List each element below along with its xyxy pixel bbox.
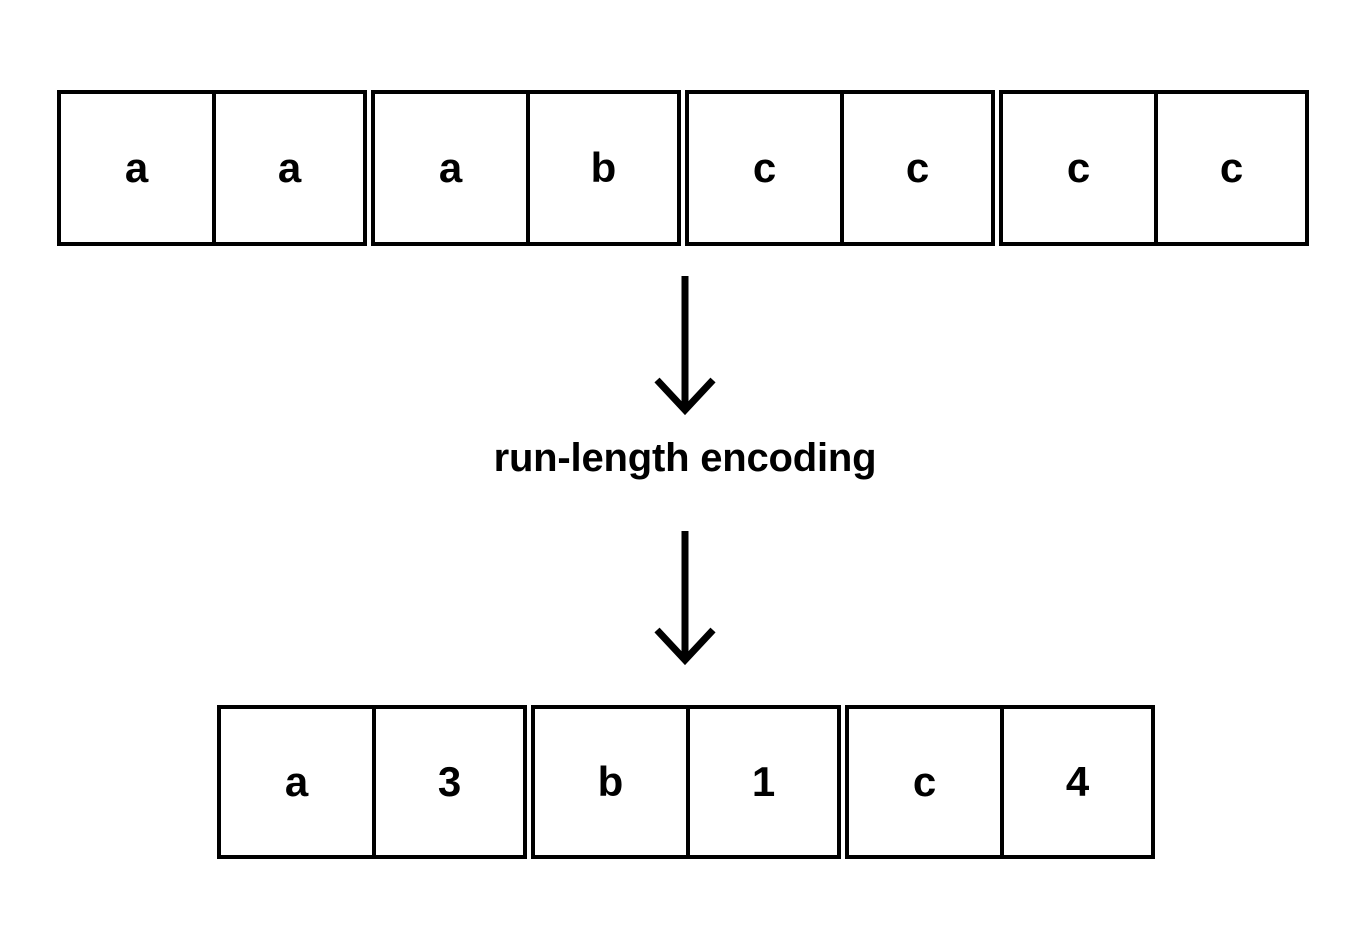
output-cell: c [849,709,1000,855]
cell-group: c c [685,90,995,246]
input-cell: a [61,94,212,242]
output-cell: b [535,709,686,855]
encoded-sequence-row: a 3 b 1 c 4 [217,705,1155,859]
cell-group: a a [57,90,367,246]
input-cell: b [526,94,677,242]
cell-group: a b [371,90,681,246]
cell-group: c 4 [845,705,1155,859]
input-cell: c [689,94,840,242]
input-cell: c [1003,94,1154,242]
cell-group: b 1 [531,705,841,859]
input-sequence-row: a a a b c c c c [57,90,1309,246]
arrow-down-icon [640,525,730,670]
cell-group: a 3 [217,705,527,859]
input-cell: c [840,94,991,242]
arrow-down-icon [640,270,730,420]
cell-group: c c [999,90,1309,246]
output-cell: 1 [686,709,837,855]
output-cell: a [221,709,372,855]
input-cell: a [375,94,526,242]
input-cell: c [1154,94,1305,242]
output-cell: 4 [1000,709,1151,855]
caption-label: run-length encoding [493,436,877,480]
output-cell: 3 [372,709,523,855]
input-cell: a [212,94,363,242]
